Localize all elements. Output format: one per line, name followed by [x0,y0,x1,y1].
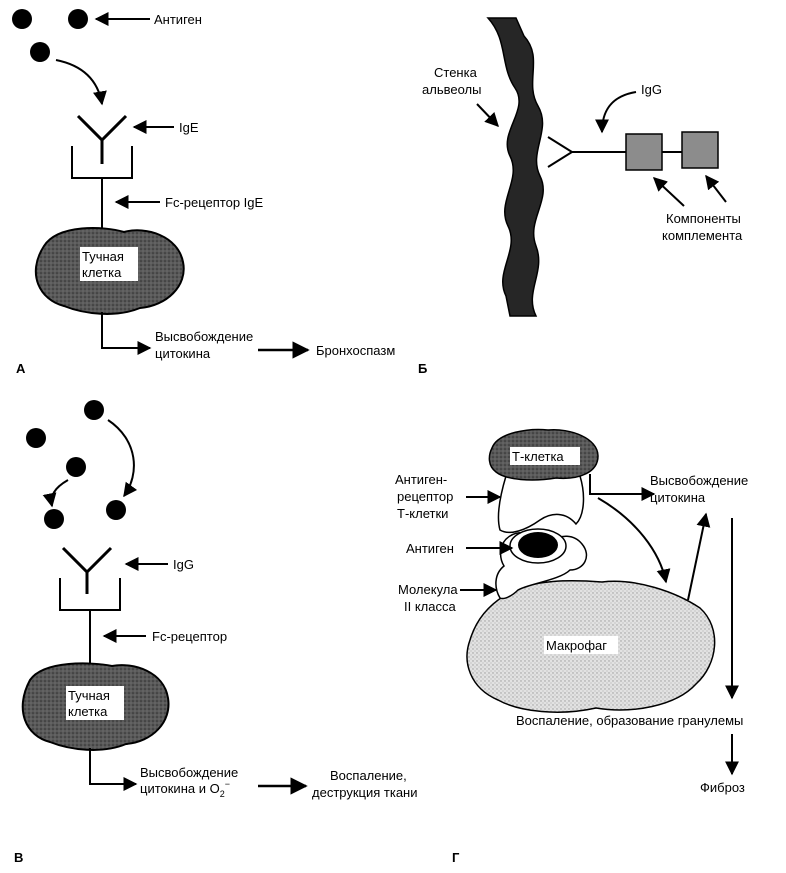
inflammation-label: Воспаление, образование гранулемы [516,713,743,728]
antigen-particle [68,9,88,29]
release-arrow [89,748,138,791]
outcome-label: Бронхоспазм [316,343,395,358]
panel-letter: В [14,850,23,865]
antigen-particle [30,42,50,62]
antigen-particle [44,509,64,529]
release-label: цитокина и O2− [140,779,230,799]
wall-pointer-arrow [476,103,499,128]
receptor-label: Fc-рецептор [152,629,227,644]
antigen-label: Антиген [406,541,454,556]
antigen-binding-arrow [42,479,69,508]
tcr-label: Антиген- [395,472,447,487]
igg-pointer-arrow [595,91,637,134]
panel-b: Стенка альвеолы IgG Компоненты комплемен… [418,17,743,376]
mhc-label: Молекула [398,582,458,597]
antigen-particle [84,400,104,420]
igg-label: IgG [173,557,194,572]
antigen-particle [26,428,46,448]
antigen-particle [106,500,126,520]
mast-cell-label: клетка [82,265,122,280]
igg-antibody [61,546,113,594]
release-label: Высвобождение [140,765,238,780]
tcr-label: рецептор [397,489,453,504]
fibrosis-label: Фиброз [700,780,745,795]
complement-pointer-arrow [652,177,685,207]
release-arrow [101,312,152,355]
panel-g: Т-клетка Антиген- рецептор Т-клетки Анти… [395,428,748,865]
cell-label-backdrop [544,636,618,654]
antigen-particle [12,9,32,29]
mast-cell-label: клетка [68,704,108,719]
outcome-label: деструкция ткани [312,785,418,800]
cell-label-backdrop [66,686,124,720]
release-label: цитокина [155,346,211,361]
panel-letter: Г [452,850,460,865]
ige-antibody [76,114,128,164]
antigen-binding-arrow [107,419,138,498]
mast-cell-label: Тучная [68,688,110,703]
tcr-label: Т-клетки [397,506,448,521]
wall-label: альвеолы [422,82,481,97]
wall-label: Стенка [434,65,478,80]
mast-cell-label: Тучная [82,249,124,264]
antigen-label: Антиген [154,12,202,27]
ige-label: IgE [179,120,199,135]
release-label: цитокина [650,490,706,505]
igg-antibody-bound [547,136,626,168]
outcome-label: Воспаление, [330,768,407,783]
tcell-to-macrophage-arrow [597,497,671,584]
antigen-peptide [518,532,558,558]
complement-label: комплемента [662,228,743,243]
macrophage-label: Макрофаг [546,638,607,653]
t-cell-receptor [497,475,585,534]
panel-a: Антиген IgE Fc-рецептор IgE Тучная клетк… [12,9,395,376]
fc-receptor [59,578,121,611]
panel-v: IgG Fc-рецептор Тучная клетка Высвобожде… [14,400,418,865]
release-arrow [589,474,656,501]
release-label: Высвобождение [650,473,748,488]
igg-label: IgG [641,82,662,97]
complement-label: Компоненты [666,211,741,226]
complement-pointer-arrow [705,174,727,203]
cell-label-backdrop [510,447,580,465]
release-label: Высвобождение [155,329,253,344]
complement-component [681,131,719,169]
alveolar-wall [486,17,544,317]
complement-component [625,133,663,171]
panel-letter: А [16,361,26,376]
mhc-label: II класса [404,599,456,614]
t-cell-label: Т-клетка [512,449,564,464]
panel-letter: Б [418,361,427,376]
macrophage-to-release-arrow [687,512,711,601]
antigen-particle [66,457,86,477]
receptor-label: Fc-рецептор IgE [165,195,264,210]
cell-label-backdrop [80,247,138,281]
antigen-binding-arrow [55,59,107,106]
